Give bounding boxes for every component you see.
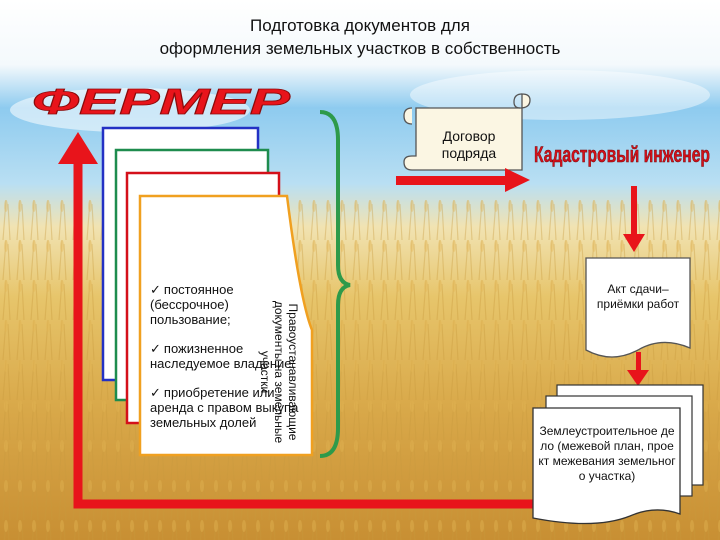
- contract-arrow-head: [505, 168, 530, 192]
- engineer-label: Кадастровый инженер: [534, 142, 710, 167]
- check-icon: ✓: [150, 341, 161, 356]
- act-to-file-arrow: [627, 370, 649, 386]
- page-title-line2: оформления земельных участков в собствен…: [159, 39, 561, 58]
- contract-label: Договор подряда: [441, 128, 497, 161]
- contract-scroll: [403, 93, 531, 171]
- land-file-label: Землеустроительное дело (межевой план, п…: [538, 424, 676, 483]
- rights-item-3: ✓приобретение или аренда с правом выкупа…: [150, 385, 299, 430]
- check-icon: ✓: [150, 282, 161, 297]
- rights-item-1: ✓постоянное (бессрочное) пользование;: [150, 282, 234, 327]
- page-title-line1: Подготовка документов для: [250, 16, 470, 35]
- frame-orange: [138, 194, 314, 457]
- acceptance-act-document: [585, 257, 691, 358]
- rights-item-2: ✓пожизненное наследуемое владение;: [150, 341, 296, 371]
- return-arrow-line: [73, 160, 540, 509]
- land-file-document: [532, 407, 681, 525]
- engineer-to-act-arrow: [623, 234, 645, 252]
- acceptance-act-label: Акт сдачи–приёмки работ: [596, 282, 680, 311]
- farmer-wordart: ФЕРМЕР: [32, 82, 292, 122]
- farmer-label: ФЕРМЕР: [32, 82, 292, 122]
- rights-list: ✓постоянное (бессрочное) пользование; ✓п…: [150, 282, 310, 444]
- check-icon: ✓: [150, 385, 161, 400]
- contract-arrow-line: [396, 176, 506, 185]
- return-arrow-head: [58, 132, 98, 164]
- green-bracket: [319, 110, 351, 458]
- engineer-wordart: Кадастровый инженер: [534, 142, 711, 168]
